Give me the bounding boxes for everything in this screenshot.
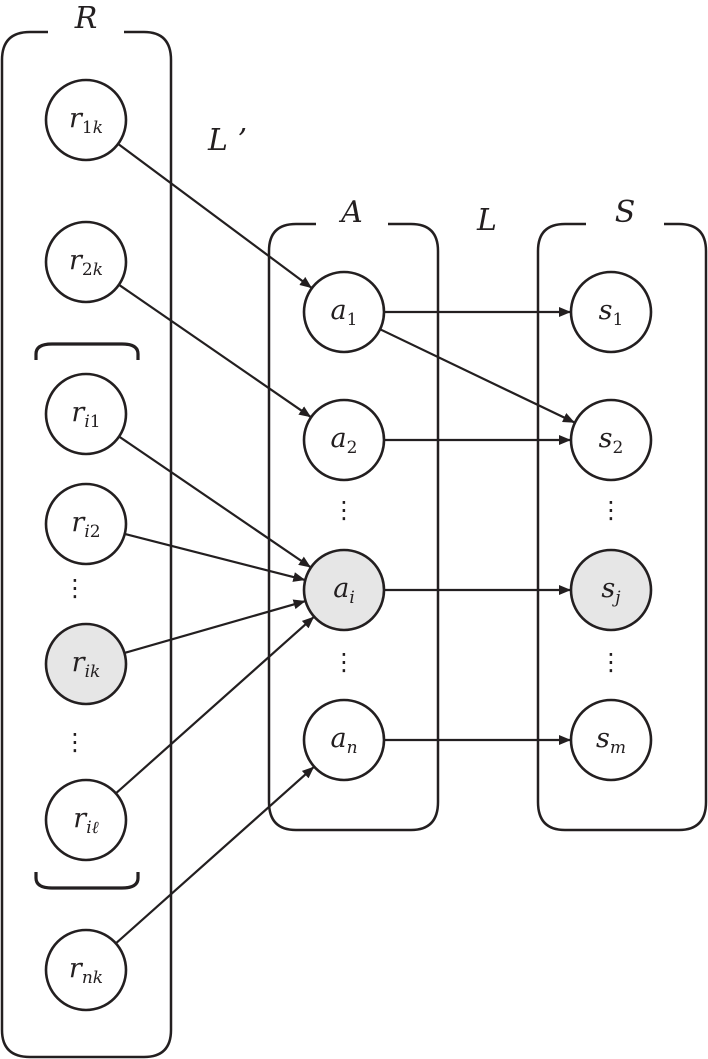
node-sm-circle [569, 698, 653, 782]
node-ril: riℓ [44, 778, 128, 862]
edge-a1-to-s2 [380, 328, 575, 424]
edges-layer [115, 143, 575, 944]
node-r1k-label: r1k [69, 103, 103, 138]
edge-ri1-to-ai [119, 436, 311, 568]
ellipsis-s-lower: ⋮ [599, 648, 623, 676]
node-s2-label: s2 [599, 423, 624, 458]
node-s2: s2 [569, 398, 653, 482]
node-rik-circle [44, 622, 128, 706]
node-r1k-circle [44, 78, 128, 162]
node-s1-label: s1 [599, 295, 624, 330]
nodes-layer: r1k r2k ri1 ri2 rik riℓ rnk a1 a2 ai an s1 s2 sj sm [44, 78, 653, 1012]
group-s-box [536, 222, 708, 832]
node-rnk: rnk [44, 928, 128, 1012]
node-a2: a2 [302, 398, 386, 482]
node-an-label: an [330, 723, 357, 758]
node-a2-label: a2 [331, 423, 358, 458]
edge-set-l-prime-label: L ’ [207, 123, 247, 158]
node-an: an [302, 698, 386, 782]
node-sj: sj [569, 548, 653, 632]
node-a1: a1 [302, 270, 386, 354]
ellipsis-r-upper: ⋮ [63, 574, 87, 602]
node-ri1-label: ri1 [71, 397, 100, 432]
edge-rnk-to-an [115, 766, 315, 944]
bracket-top [34, 342, 140, 360]
node-s1-circle [569, 270, 653, 354]
node-ri2-circle [44, 482, 128, 566]
edge-r1k-to-a1 [118, 143, 312, 289]
node-sj-label: sj [601, 573, 621, 608]
node-rnk-label: rnk [69, 953, 103, 988]
ellipsis-r-lower: ⋮ [63, 728, 87, 756]
bracket-bottom [34, 872, 140, 890]
ellipsis-a-lower: ⋮ [332, 648, 356, 676]
node-s1: s1 [569, 270, 653, 354]
node-ai: ai [302, 548, 386, 632]
edge-ri2-to-ai [125, 533, 306, 582]
node-ri1-circle [44, 372, 128, 456]
ellipsis-a-upper: ⋮ [332, 496, 356, 524]
node-r1k: r1k [44, 78, 128, 162]
node-sm: sm [569, 698, 653, 782]
edge-rik-to-ai [125, 599, 306, 654]
node-an-circle [302, 698, 386, 782]
node-ai-circle [302, 548, 386, 632]
node-ri1: ri1 [44, 372, 128, 456]
node-ri2-label: ri2 [71, 507, 100, 542]
group-r-box [0, 30, 173, 1059]
node-sm-label: sm [596, 723, 626, 758]
node-a1-label: a1 [331, 295, 358, 330]
group-s-label: S [615, 195, 636, 230]
edge-r2k-to-a2 [119, 284, 312, 418]
edge-set-l-label: L [476, 203, 497, 238]
node-ri2: ri2 [44, 482, 128, 566]
node-rik-label: rik [72, 647, 101, 682]
node-s2-circle [569, 398, 653, 482]
group-r-label: R [74, 1, 98, 36]
node-ril-label: riℓ [73, 803, 98, 838]
node-ril-circle [44, 778, 128, 862]
node-a1-circle [302, 270, 386, 354]
ellipsis-s-upper: ⋮ [599, 496, 623, 524]
node-r2k-circle [44, 220, 128, 304]
node-r2k-label: r2k [69, 245, 103, 280]
edge-ril-to-ai [115, 616, 315, 794]
group-a-box [267, 222, 440, 832]
node-rik: rik [44, 622, 128, 706]
node-ai-label: ai [333, 573, 355, 608]
node-r2k: r2k [44, 220, 128, 304]
node-rnk-circle [44, 928, 128, 1012]
node-a2-circle [302, 398, 386, 482]
node-sj-circle [569, 548, 653, 632]
group-a-label: A [338, 195, 363, 230]
